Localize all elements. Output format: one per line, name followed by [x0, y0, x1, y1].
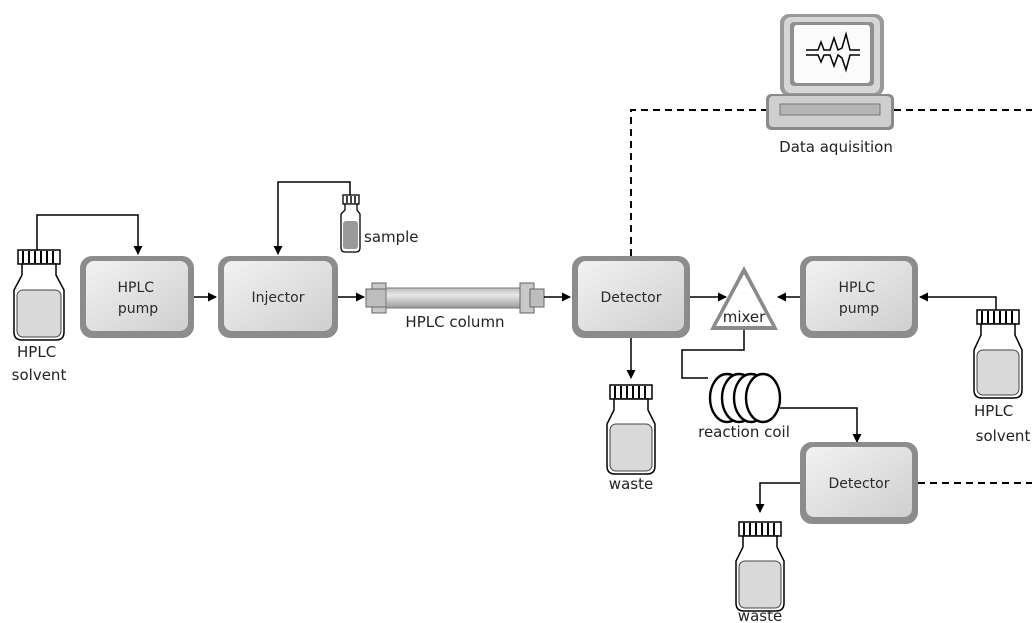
injector-label: Injector	[251, 290, 304, 306]
arrow-detector2-to-waste	[755, 482, 800, 513]
hplc-column-label: HPLC column	[405, 313, 504, 331]
line-solvent-right-to-pump	[919, 292, 997, 310]
data-acquisition-label: Data aquisition	[779, 138, 893, 156]
injector	[218, 256, 338, 338]
hplc-solvent-left-line2: solvent	[12, 366, 67, 384]
line-solvent-to-pump-left	[36, 214, 143, 255]
detector-second-label: Detector	[828, 476, 889, 492]
detector-second	[800, 442, 918, 524]
hplc-pump-left-label: HPLC pump	[118, 280, 159, 317]
hplc-solvent-right-line1: HPLC	[974, 402, 1013, 420]
hplc-pump-left-line1: HPLC	[118, 280, 155, 296]
hplc-pump-right	[800, 256, 918, 338]
detector-main	[572, 256, 690, 338]
reaction-coil	[708, 372, 782, 424]
reaction-coil-label: reaction coil	[698, 423, 790, 441]
chromatogram-trace-bottom	[806, 53, 860, 73]
mixer	[710, 266, 778, 330]
hplc-pump-right-label: HPLC pump	[839, 280, 880, 317]
line-mixer-to-coil	[681, 330, 745, 379]
hplc-solvent-left-line1: HPLC	[17, 343, 56, 361]
hplc-solvent-right-label: HPLC solvent	[974, 402, 1030, 445]
hplc-solvent-left-label: HPLC solvent	[12, 343, 67, 384]
data-acquisition-computer	[766, 14, 894, 130]
waste-bottle-1	[606, 384, 656, 475]
line-sample-to-injector	[273, 181, 351, 255]
hplc-solvent-right-line2: solvent	[976, 427, 1031, 445]
waste-bottle-2	[735, 521, 785, 612]
sample-label: sample	[364, 228, 419, 246]
hplc-pump-right-line1: HPLC	[839, 280, 876, 296]
chromatogram-trace-top	[806, 31, 860, 52]
hplc-solvent-bottle-left	[13, 249, 65, 341]
detector-main-label: Detector	[600, 290, 661, 306]
hplc-column	[365, 282, 545, 314]
signal-line-detector-to-computer	[630, 109, 768, 256]
hplc-pump-right-line2: pump	[839, 301, 879, 317]
arrow-coil-to-detector2	[780, 407, 862, 443]
hplc-pump-left	[80, 256, 194, 338]
waste-1-label: waste	[609, 475, 653, 493]
sample-vial	[340, 194, 361, 253]
waste-2-label: waste	[738, 607, 782, 623]
mixer-label: mixer	[723, 308, 766, 326]
hplc-solvent-bottle-right	[973, 309, 1023, 399]
hplc-pump-left-line2: pump	[118, 301, 158, 317]
